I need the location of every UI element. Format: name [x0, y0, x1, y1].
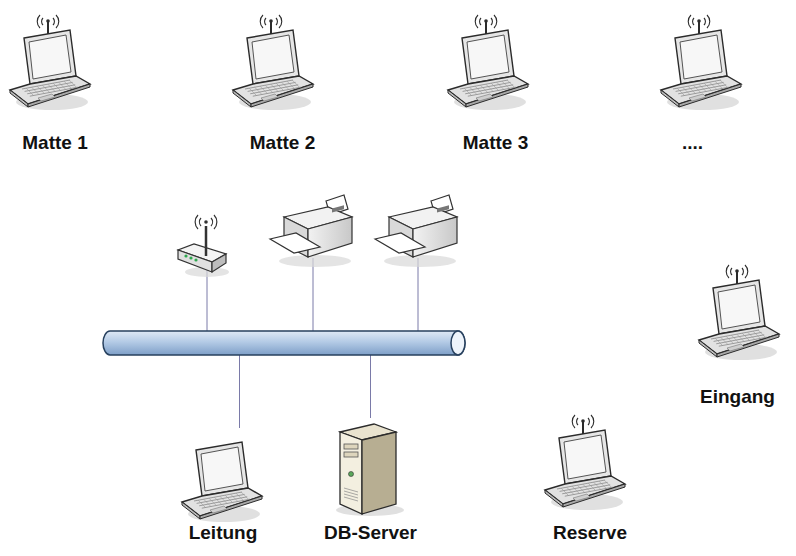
- device-label: Matte 3: [438, 132, 553, 154]
- laptop-icon: [168, 428, 278, 520]
- laptop-icon: [535, 408, 645, 520]
- drop-line: [313, 258, 314, 331]
- device-label: ....: [645, 132, 740, 154]
- laptop-icon: [225, 8, 340, 130]
- laptop-node: Eingang: [685, 258, 790, 408]
- laptop-node: Leitung: [168, 428, 278, 544]
- laptop-node: Matte 3: [438, 8, 553, 154]
- drop-line: [418, 258, 419, 331]
- laptop-icon: [685, 258, 790, 384]
- device-label: Matte 1: [0, 132, 110, 154]
- device-label: Eingang: [685, 386, 790, 408]
- device-label: Leitung: [168, 522, 278, 544]
- server-node: DB-Server: [318, 418, 423, 544]
- laptop-node: Matte 1: [0, 8, 110, 154]
- network-bus: [103, 331, 465, 355]
- printer: [375, 195, 457, 267]
- device-label: Reserve: [535, 522, 645, 544]
- laptop-icon: [0, 8, 110, 130]
- laptop-node: ....: [645, 8, 740, 154]
- wireless-router: [178, 215, 229, 277]
- server-icon: [318, 418, 423, 520]
- laptop-node: Matte 2: [225, 8, 340, 154]
- device-label: Matte 2: [225, 132, 340, 154]
- laptop-icon: [438, 8, 553, 130]
- printer: [270, 195, 352, 267]
- drop-line: [207, 270, 208, 331]
- laptop-node: Reserve: [535, 408, 645, 544]
- device-label: DB-Server: [318, 522, 423, 544]
- laptop-icon: [645, 8, 740, 130]
